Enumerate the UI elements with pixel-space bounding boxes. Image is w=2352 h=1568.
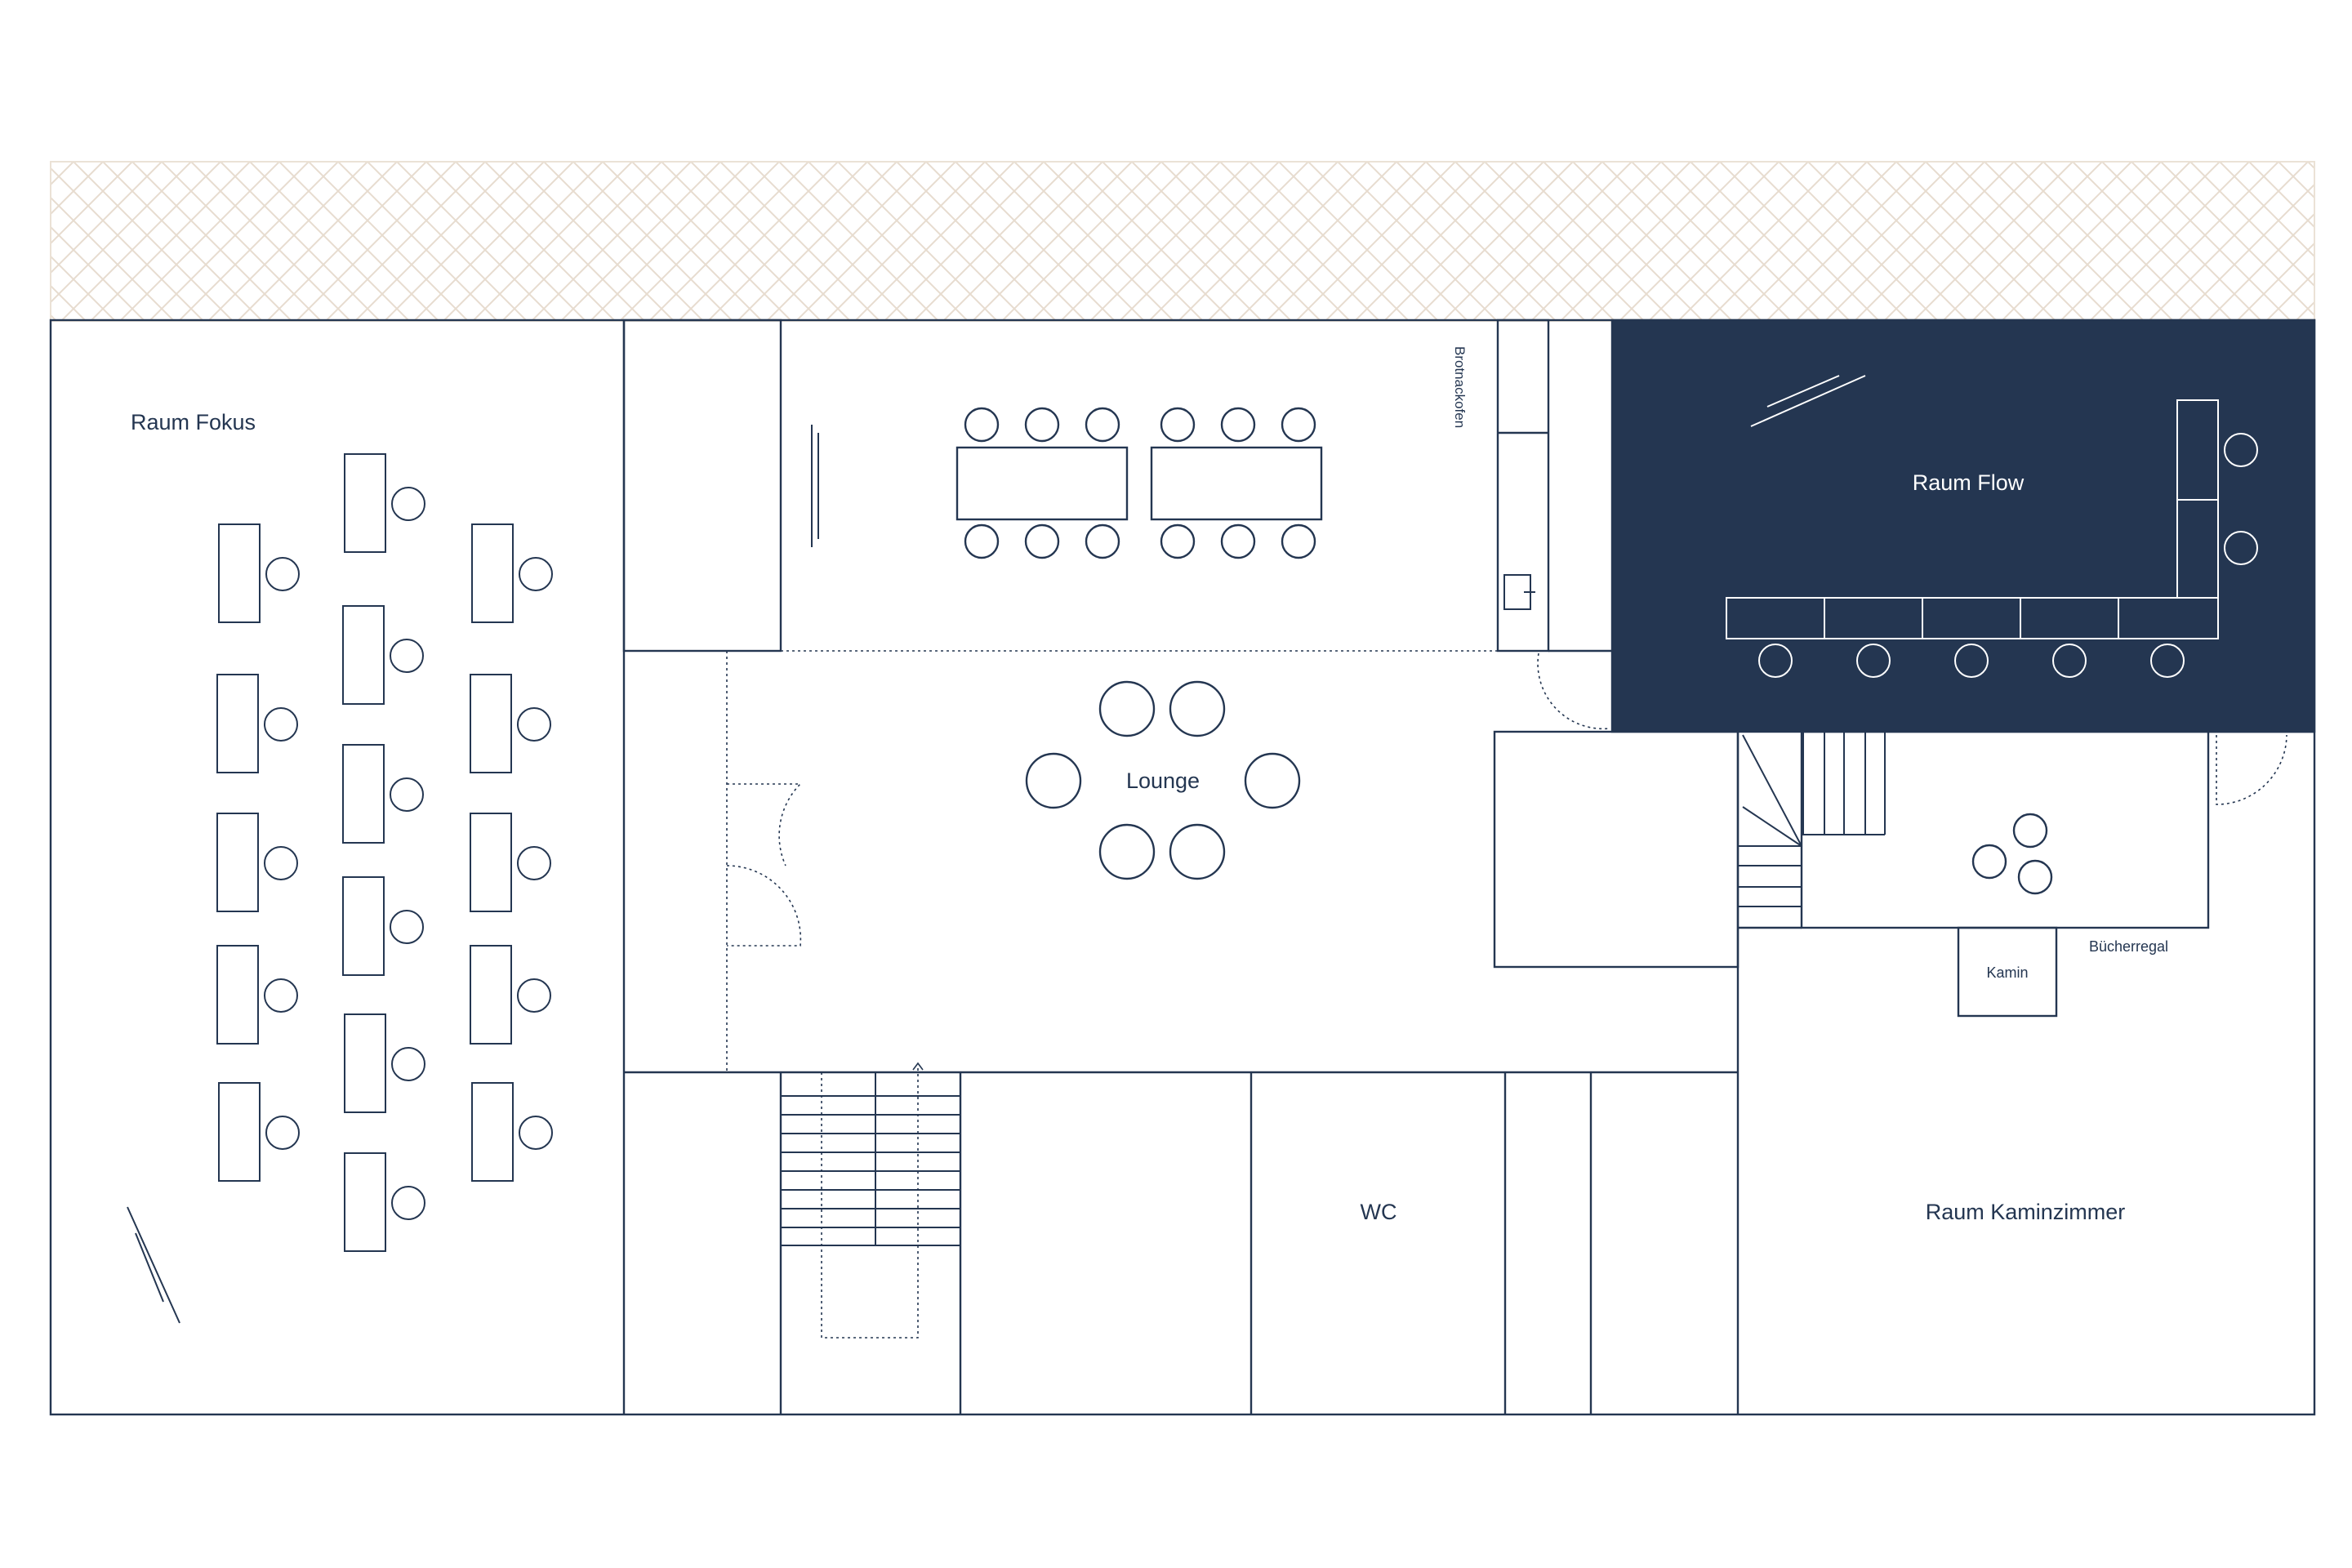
up-arrow-icon (912, 1062, 924, 1071)
fireplace (1957, 926, 2058, 1018)
dining-table (1150, 446, 1323, 521)
label-brotbackofen: Brotnackofen (1452, 346, 1468, 428)
label-kamin: Kamin (1986, 964, 2028, 981)
side-tables (1971, 813, 2053, 895)
main-staircase (781, 1068, 960, 1339)
service-block (1493, 730, 1740, 969)
room-flow-area[interactable] (1610, 318, 2316, 733)
dining-chairs (964, 407, 1316, 559)
kaminzimmer-stairs (1738, 732, 1886, 907)
building-outline (49, 318, 2316, 1416)
fokus-desks (216, 453, 514, 1252)
storage-block (622, 318, 782, 653)
label-buecherregal: Bücherregal (2089, 938, 2168, 955)
room-label-fokus: Raum Fokus (131, 410, 256, 434)
bread-oven-block (1496, 318, 1550, 653)
lounge-seats (1025, 680, 1301, 880)
room-label-wc: WC (1361, 1200, 1397, 1224)
dining-table (956, 446, 1129, 521)
room-label-kaminzimmer: Raum Kaminzimmer (1926, 1200, 2126, 1224)
room-label-lounge: Lounge (1126, 768, 1200, 793)
fokus-chairs (264, 487, 553, 1220)
room-label-flow: Raum Flow (1913, 470, 2025, 495)
lounge-doors (726, 783, 802, 947)
flow-furniture (1726, 375, 2258, 678)
reading-nook (1800, 730, 2210, 929)
terrace-hatched-area (50, 161, 2315, 322)
